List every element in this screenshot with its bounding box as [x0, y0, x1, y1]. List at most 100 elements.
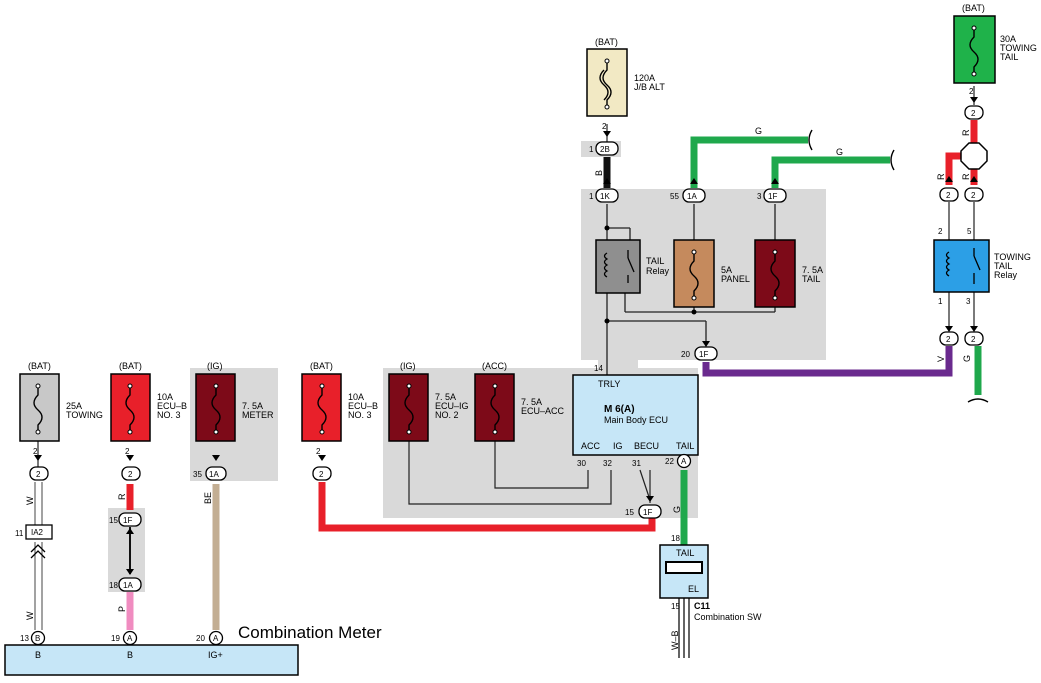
ecu-code: M 6(A) [604, 404, 635, 415]
wire-label-r3: R [961, 173, 971, 180]
pin-2-towing-tail: 2 [969, 87, 974, 96]
wire-green-g1 [690, 136, 808, 188]
comb-sw-pin15: 15 [671, 602, 680, 611]
pin-1-1k: 1 [589, 192, 594, 201]
conn-1a-left: 1A [123, 581, 133, 590]
src-ecuacc: (ACC) [482, 361, 507, 371]
name-meter: METER [242, 410, 274, 420]
name-towing-tail: TOWING [1000, 43, 1037, 53]
wire-label-w2: W [25, 611, 35, 620]
src-towing25: (BAT) [28, 361, 51, 371]
src-meter: (IG) [207, 361, 223, 371]
pin-35: 35 [193, 470, 202, 479]
wire-ig [408, 440, 612, 505]
ecu-pin-tail: TAIL [676, 441, 694, 451]
comb-sw-tail: TAIL [676, 548, 694, 558]
wire-green-g2 [771, 156, 890, 188]
conn-ia2: IA2 [31, 528, 44, 537]
ecu-pin31: 31 [632, 459, 641, 468]
wire-acc [494, 440, 589, 489]
conn-1a-meter: 1A [209, 470, 219, 479]
ecu-pin22: 22 [665, 457, 674, 466]
conn-2-r1: 2 [971, 109, 976, 118]
wire-label-w1: W [25, 496, 35, 505]
wire-label-g2: G [836, 147, 843, 157]
ecu-pin-ig: IG [613, 441, 623, 451]
wire-label-r1: R [961, 129, 971, 136]
wire-purple-v [702, 346, 953, 377]
towing-relay-pin1: 1 [938, 297, 943, 306]
fuse-towing-tail-30a [953, 15, 996, 84]
comb-sw-name: Combination SW [694, 612, 762, 622]
fuse-ecuacc [474, 373, 515, 442]
name2-ecuig: NO. 2 [435, 410, 459, 420]
rating-ecub-b: 10A [348, 392, 364, 402]
conn-b: B [35, 634, 40, 643]
conn-1f-20: 1F [699, 350, 708, 359]
ecu-pin-becu: BECU [634, 441, 659, 451]
tail-relay-name: TAIL [646, 256, 664, 266]
fuse-meter [195, 373, 236, 442]
pin-15-left: 15 [109, 516, 118, 525]
pin-1-2b: 1 [589, 145, 594, 154]
fuse-ecuig-no2 [388, 373, 429, 442]
towing-relay-pin5: 5 [967, 227, 972, 236]
src-jb-alt: (BAT) [595, 37, 618, 47]
ecu-trly: TRLY [598, 379, 620, 389]
towing-relay-pin2: 2 [938, 227, 943, 236]
conn-2-ecub-a: 2 [128, 470, 133, 479]
pin-55: 55 [670, 192, 679, 201]
rating-meter: 7. 5A [242, 401, 263, 411]
src-ecub-b: (BAT) [310, 361, 333, 371]
pin-11: 11 [15, 529, 24, 538]
conn-2-ecub-b: 2 [319, 470, 324, 479]
towing-relay-name1: TOWING [994, 252, 1031, 262]
fuse-ecub-no3-a [110, 373, 151, 442]
name2-ecub-a: NO. 3 [157, 410, 181, 420]
meter-pin19: 19 [111, 634, 120, 643]
meter-pin-igp: IG+ [208, 650, 223, 660]
name-ecuacc: ECU–ACC [521, 406, 565, 416]
wire-w-towing [30, 441, 46, 630]
wire-label-g-tail: G [672, 506, 682, 513]
wire-label-p: P [117, 606, 127, 612]
src-ecuig: (IG) [400, 361, 416, 371]
conn-1f-left: 1F [123, 516, 132, 525]
wire-label-r2: R [936, 173, 946, 180]
wire-label-be: BE [203, 492, 213, 504]
fuse-ecub-no3-b [301, 373, 342, 442]
meter-pin-b1: B [35, 650, 41, 660]
wire-red-r2 [945, 152, 962, 185]
conn-2-r4: 2 [946, 335, 951, 344]
rating-jb-alt: 120A [634, 73, 655, 83]
meter-pin13: 13 [20, 634, 29, 643]
combination-meter-bar [4, 644, 299, 676]
name-ecub-b: ECU–B [348, 401, 378, 411]
rating-towing25: 25A [66, 401, 82, 411]
src-towing-tail: (BAT) [962, 3, 985, 13]
name-tail: TAIL [802, 274, 820, 284]
conn-a-22: A [681, 457, 687, 466]
pin-15-1f: 15 [625, 508, 634, 517]
conn-2-towing: 2 [36, 470, 41, 479]
pin-20-1f: 20 [681, 350, 690, 359]
name-ecuig: ECU–IG [435, 401, 469, 411]
conn-a-19: A [127, 634, 133, 643]
name2-ecub-b: NO. 3 [348, 410, 372, 420]
rating-ecuig: 7. 5A [435, 392, 456, 402]
pin-18-left: 18 [109, 581, 118, 590]
conn-1a-55: 1A [687, 192, 697, 201]
tail-relay-name2: Relay [646, 266, 670, 276]
towing-tail-relay [933, 239, 990, 293]
wire-label-b: B [594, 170, 604, 176]
fuse-towing-25a [19, 373, 60, 442]
conn-a-20: A [213, 634, 219, 643]
rating-ecub-a: 10A [157, 392, 173, 402]
comb-sw-pin18: 18 [671, 534, 680, 543]
conn-2-r5: 2 [971, 335, 976, 344]
rating-ecuacc: 7. 5A [521, 397, 542, 407]
ecu-pin-acc: ACC [581, 441, 601, 451]
combination-sw [659, 544, 709, 599]
conn-2b: 2B [600, 145, 610, 154]
